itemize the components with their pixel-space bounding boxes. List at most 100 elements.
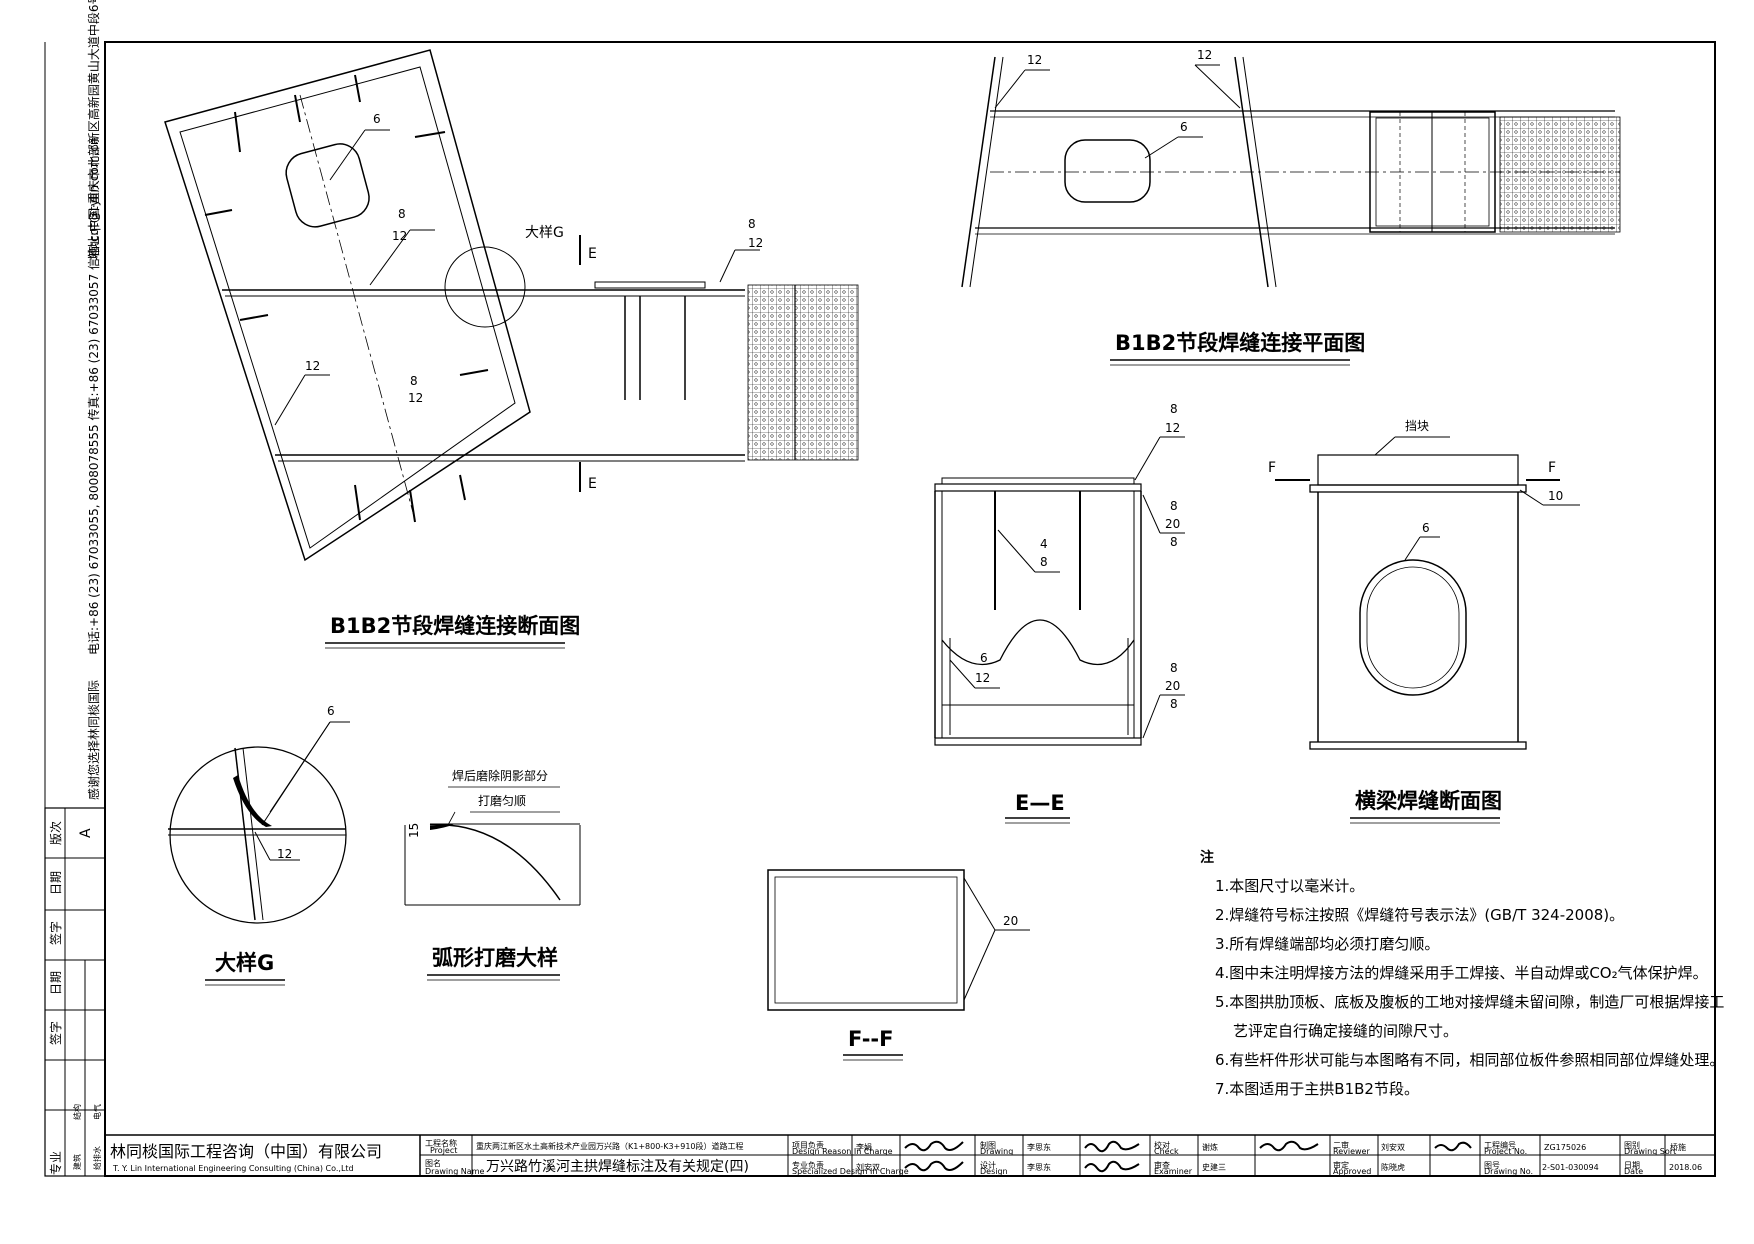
drawing-no-label-en: Drawing No.	[1484, 1167, 1533, 1176]
discipline-label-2: 签字	[48, 1021, 63, 1045]
weld-label: 6	[327, 704, 335, 718]
role-label: 审定	[1333, 1160, 1349, 1170]
weld-label: 8	[1170, 402, 1178, 416]
detail-g-drawing: 6 12	[168, 704, 350, 924]
drawing-label: 图名	[425, 1158, 441, 1168]
arc-note-line2: 打磨匀顺	[478, 794, 526, 808]
weld-label: 8	[748, 217, 756, 231]
role-label: 二审	[1333, 1140, 1349, 1150]
project-label: 工程名称	[425, 1138, 457, 1148]
section-b1b2-title: B1B2节段焊缝连接断面图	[330, 614, 580, 638]
note-item: 艺评定自行确定接缝的间隙尺寸。	[1233, 1022, 1458, 1040]
section-ff-drawing: 20	[767, 869, 1030, 1011]
weld-label: 12	[392, 229, 407, 243]
role-label-en: Approved	[1333, 1167, 1371, 1176]
weld-label: 12	[748, 236, 763, 250]
role-label-en: Reviewer	[1333, 1147, 1370, 1156]
signature	[904, 1140, 964, 1152]
role-label-en: Check	[1154, 1147, 1179, 1156]
project-no: ZG175026	[1544, 1143, 1586, 1152]
cut-mark-f-right: F	[1548, 460, 1556, 476]
note-item: 5.本图拱肋顶板、底板及腹板的工地对接焊缝未留间隙，制造厂可根据焊接工	[1215, 993, 1724, 1011]
discipline-sub-4: 电气	[92, 1104, 102, 1120]
detail-tag-g: 大样G	[525, 225, 564, 241]
drawing-name: 万兴路竹溪河主拱焊缝标注及有关规定(四)	[486, 1159, 749, 1175]
cut-mark-e-top: E	[588, 246, 597, 262]
section-b1b2-drawing: E E 大样G 6 8 12 12 8 12 8 12	[164, 49, 859, 562]
note-item: 6.有些杆件形状可能与本图略有不同，相同部位板件参照相同部位焊缝处理。	[1215, 1051, 1724, 1069]
weld-label: 6	[1422, 521, 1430, 535]
block-label: 挡块	[1405, 419, 1429, 433]
weld-label: 12	[1027, 53, 1042, 67]
weld-label: 12	[975, 671, 990, 685]
weld-label: 8	[410, 374, 418, 388]
drawing-sort: 桥施	[1670, 1142, 1686, 1152]
weld-label: 6	[373, 112, 381, 126]
weld-label: 4	[1040, 537, 1048, 551]
arc-note-line1: 焊后磨除阴影部分	[452, 768, 548, 783]
role-label: 校对	[1154, 1140, 1170, 1150]
weld-label: 6	[980, 651, 988, 665]
signature	[1259, 1140, 1319, 1152]
role-name: 刘安双	[856, 1162, 880, 1172]
project-label-en: Project	[430, 1146, 457, 1155]
discipline-label-3: 日期	[49, 971, 63, 995]
weld-label: 6	[1180, 120, 1188, 134]
side-strip: 感谢您选择林同棪国际 电话:+86 (23) 67033055, 8008078…	[86, 0, 101, 800]
role-name: 谢炼	[1202, 1142, 1218, 1152]
weld-label: 12	[277, 847, 292, 861]
note-item: 7.本图适用于主拱B1B2节段。	[1215, 1080, 1419, 1098]
signature	[1084, 1140, 1140, 1153]
section-ee-title: E—E	[1015, 791, 1065, 815]
crossbeam-drawing: F F 挡块 10 6	[1268, 419, 1580, 750]
weld-label: 10	[1548, 489, 1563, 503]
discipline-label-1: 专业	[48, 1151, 63, 1175]
crossbeam-title: 横梁焊缝断面图	[1355, 789, 1502, 813]
weld-label: 20	[1165, 679, 1180, 693]
section-ff-title: F--F	[848, 1027, 893, 1051]
sort-label: 图别	[1624, 1141, 1640, 1150]
arc-dim: 15	[407, 823, 421, 838]
role-name: 李思东	[1027, 1162, 1051, 1172]
contact-vertical: 电话:+86 (23) 67033055, 8008078555 传真:+86 …	[86, 137, 101, 655]
note-item: 2.焊缝符号标注按照《焊缝符号表示法》(GB/T 324-2008)。	[1215, 906, 1624, 924]
address-vertical: 地址:中国·重庆市北部新区高新园黄山大道中段6号	[86, 0, 101, 260]
role-label: 制图	[980, 1140, 996, 1150]
role-name: 陈晓虎	[1381, 1162, 1405, 1172]
weld-label: 12	[1197, 48, 1212, 62]
company-vertical: 感谢您选择林同棪国际	[86, 680, 101, 800]
weld-label: 12	[408, 391, 423, 405]
drawing-no: 2-S01-030094	[1542, 1163, 1599, 1172]
role-name: 史建三	[1202, 1162, 1226, 1172]
signature	[1084, 1160, 1140, 1173]
role-name: 李娟	[856, 1142, 872, 1152]
weld-label: 8	[1170, 499, 1178, 513]
project-no-label: 工程编号	[1484, 1140, 1516, 1150]
note-item: 4.图中未注明焊接方法的焊缝采用手工焊接、半自动焊或CO₂气体保护焊。	[1215, 964, 1708, 982]
role-label-en: Design Reason In Charge	[792, 1147, 893, 1156]
revision-block: 版次 A 日期 签字 专业 签字 日期 建筑 结构 给排水 电气	[44, 807, 106, 1177]
role-name: 刘安双	[1381, 1142, 1405, 1152]
company-name-en: T. Y. Lin International Engineering Cons…	[112, 1164, 354, 1173]
weld-label: 8	[1170, 661, 1178, 675]
role-label-en: Drawing	[980, 1147, 1013, 1156]
date-label: 日期	[1624, 1161, 1640, 1170]
detail-g-title: 大样G	[215, 951, 274, 975]
signature	[904, 1160, 964, 1172]
date-label-top: 日期	[49, 871, 63, 895]
section-ee-drawing: 8 12 8 20 8 4 8 6 12 8 20 8	[934, 402, 1185, 746]
notes-heading: 注	[1200, 849, 1214, 866]
note-item: 3.所有焊缝端部均必须打磨匀顺。	[1215, 935, 1439, 953]
drawing-date: 2018.06	[1669, 1163, 1702, 1172]
cut-mark-f-left: F	[1268, 460, 1276, 476]
arc-grind-title: 弧形打磨大样	[432, 946, 558, 970]
weld-label: 20	[1165, 517, 1180, 531]
weld-label: 8	[1040, 555, 1048, 569]
weld-label: 8	[1170, 535, 1178, 549]
plan-b1b2-drawing: 12 12 6	[961, 48, 1621, 288]
project-no-label-en: Project No.	[1484, 1147, 1527, 1156]
discipline-sub-2: 结构	[72, 1104, 82, 1120]
discipline-sub-3: 给排水	[92, 1146, 102, 1170]
